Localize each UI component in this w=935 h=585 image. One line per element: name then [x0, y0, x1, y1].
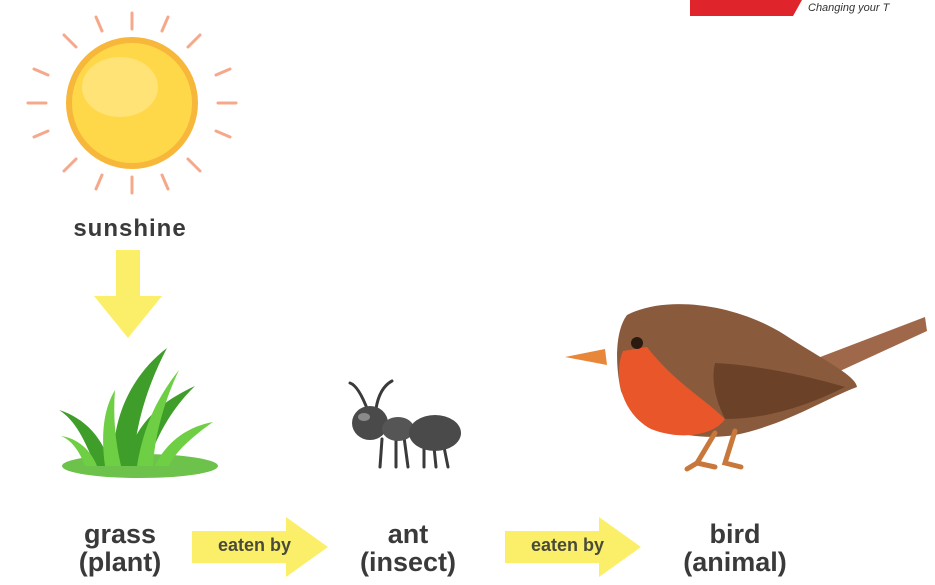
- brand-banner-text: Changing your T: [808, 2, 889, 14]
- grass-name: grass: [84, 519, 156, 549]
- ant-name: ant: [388, 519, 429, 549]
- sun-icon: [20, 5, 250, 200]
- grass-kind: (plant): [50, 548, 190, 576]
- eaten-by-label-2: eaten by: [515, 535, 620, 556]
- brand-banner-bar: [690, 0, 802, 16]
- grass-label: grass (plant): [50, 520, 190, 577]
- eaten-by-arrow-2: eaten by: [505, 517, 645, 577]
- bird-kind: (animal): [665, 548, 805, 576]
- bird-icon: [565, 295, 935, 480]
- bird-name: bird: [710, 519, 761, 549]
- brand-banner: Changing your T: [690, 0, 935, 20]
- grass-icon: [55, 340, 220, 490]
- ant-icon: [340, 375, 465, 475]
- eaten-by-label-1: eaten by: [202, 535, 307, 556]
- eaten-by-arrow-1: eaten by: [192, 517, 332, 577]
- ant-kind: (insect): [338, 548, 478, 576]
- ant-label: ant (insect): [338, 520, 478, 577]
- down-arrow: [92, 250, 164, 340]
- bird-label: bird (animal): [665, 520, 805, 577]
- sunshine-label: sunshine: [40, 216, 220, 241]
